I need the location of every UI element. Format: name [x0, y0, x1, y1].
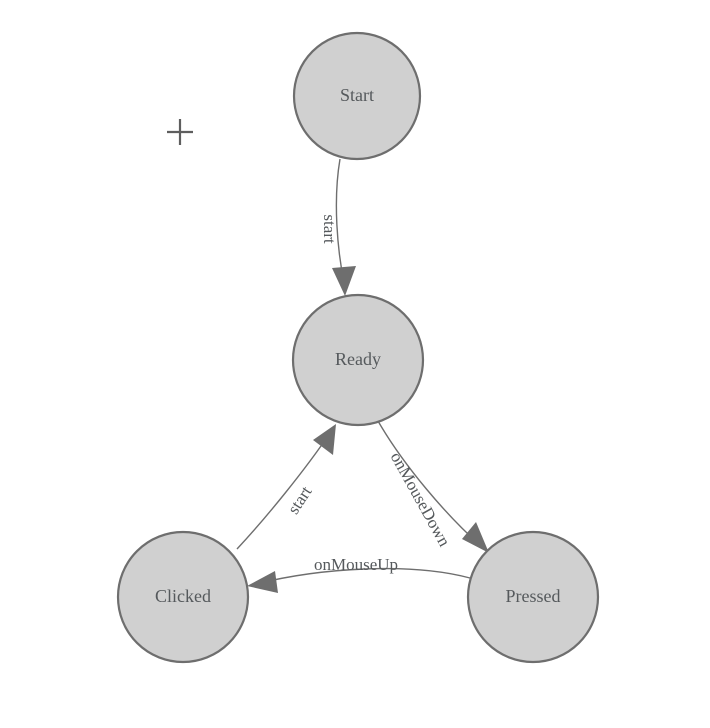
- node-ready-label: Ready: [335, 349, 381, 369]
- node-pressed[interactable]: Pressed: [466, 530, 600, 664]
- node-clicked[interactable]: Clicked: [116, 530, 250, 664]
- edge-line: [255, 567, 471, 585]
- edge-label-start-to-ready: start: [320, 214, 339, 244]
- edge-label-ready-to-pressed: onMouseDown: [387, 449, 455, 550]
- arrowhead-into-ready-from-start: [332, 266, 356, 296]
- crosshair-icon[interactable]: [167, 119, 193, 145]
- arrowhead-into-ready-from-clicked: [313, 424, 336, 455]
- edge-line: [236, 432, 331, 550]
- edge-label-pressed-to-clicked: onMouseUp: [314, 555, 398, 574]
- edge-start-to-ready[interactable]: start: [320, 158, 356, 296]
- node-ready-circle: [291, 293, 425, 427]
- node-start-label: Start: [340, 85, 374, 105]
- node-start[interactable]: Start: [292, 31, 422, 161]
- node-clicked-label: Clicked: [155, 586, 211, 606]
- edge-pressed-to-clicked[interactable]: onMouseUp: [247, 555, 471, 593]
- edge-clicked-to-ready[interactable]: start: [236, 424, 336, 550]
- arrowhead-into-pressed: [462, 522, 489, 553]
- node-ready[interactable]: Ready: [291, 293, 425, 427]
- node-pressed-circle: [466, 530, 600, 664]
- node-clicked-circle: [116, 530, 250, 664]
- node-start-circle: [292, 31, 422, 161]
- arrowhead-into-clicked: [247, 571, 278, 593]
- edge-ready-to-pressed[interactable]: onMouseDown: [377, 420, 489, 553]
- node-pressed-label: Pressed: [506, 586, 561, 606]
